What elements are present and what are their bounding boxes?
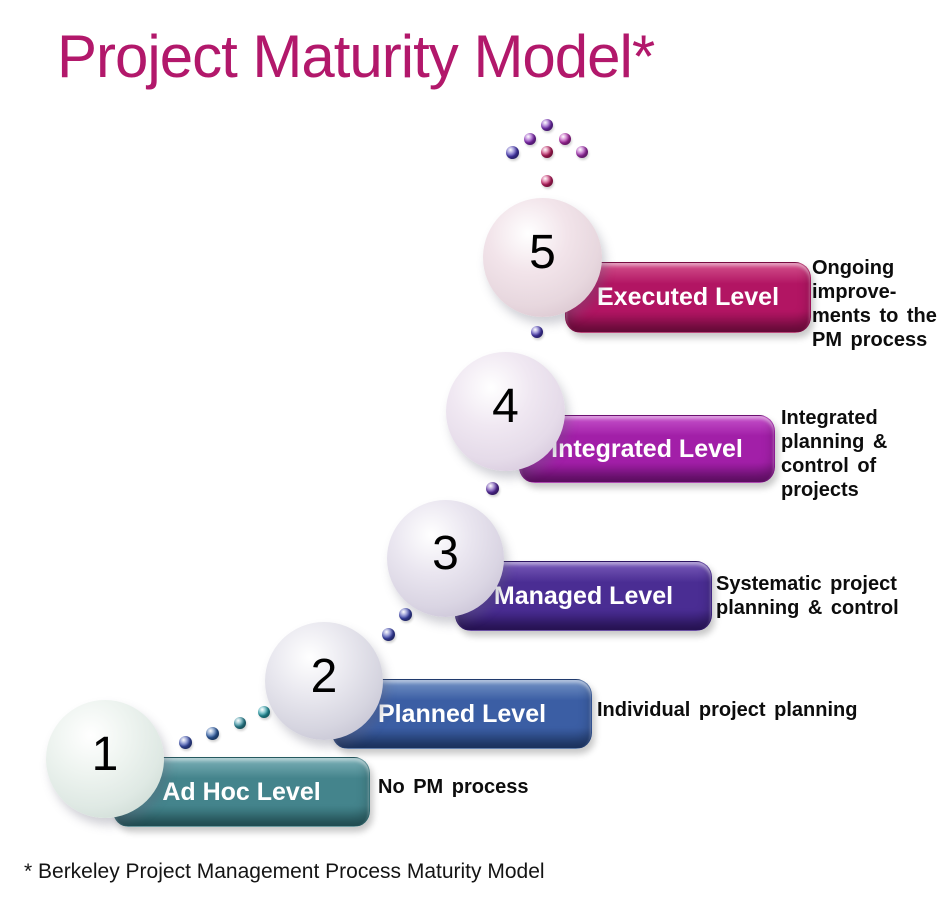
level-1-number: 1 — [91, 727, 119, 781]
sphere-icon — [381, 627, 395, 641]
level-3-number: 3 — [432, 527, 459, 580]
sphere-icon — [524, 133, 536, 145]
level-3-pill-label: Managed Level — [493, 581, 674, 610]
level-2-circle: 2 — [265, 622, 383, 740]
sphere-icon — [205, 726, 219, 740]
level-5-pill-label: Executed Level — [596, 283, 780, 311]
level-2-pill-label: Planned Level — [377, 699, 547, 728]
sphere-icon — [258, 706, 270, 718]
level-5-description: Ongoing improve- ments to the PM process — [812, 257, 937, 351]
level-5-circle: 5 — [483, 198, 602, 317]
level-3-circle: 3 — [387, 500, 504, 617]
level-1-circle: 1 — [46, 700, 164, 818]
level-4-pill-label: Integrated Level — [551, 434, 743, 463]
page-title: Project Maturity Model* — [57, 23, 655, 90]
level-4-description: Integrated planning & control of project… — [781, 407, 888, 501]
sphere-icon — [398, 607, 412, 621]
sphere-icon — [576, 146, 588, 158]
sphere-icon — [541, 146, 553, 158]
level-1-description: No PM process — [378, 776, 529, 798]
level-2-description: Individual project planning — [597, 699, 858, 721]
sphere-icon — [234, 717, 246, 729]
footnote: * Berkeley Project Management Process Ma… — [24, 860, 545, 883]
sphere-icon — [541, 119, 553, 131]
level-5-pill: Executed Level — [565, 262, 811, 333]
level-2-number: 2 — [310, 649, 338, 703]
sphere-icon — [505, 145, 519, 159]
sphere-icon — [541, 175, 553, 187]
level-4-number: 4 — [492, 380, 519, 433]
level-5-number: 5 — [529, 226, 556, 279]
level-1-pill-label: Ad Hoc Level — [162, 777, 321, 806]
sphere-icon — [559, 133, 571, 145]
sphere-icon — [531, 326, 543, 338]
level-3-description: Systematic project planning & control — [716, 573, 899, 619]
sphere-icon — [178, 735, 192, 749]
sphere-icon — [485, 481, 499, 495]
level-4-circle: 4 — [446, 352, 565, 471]
